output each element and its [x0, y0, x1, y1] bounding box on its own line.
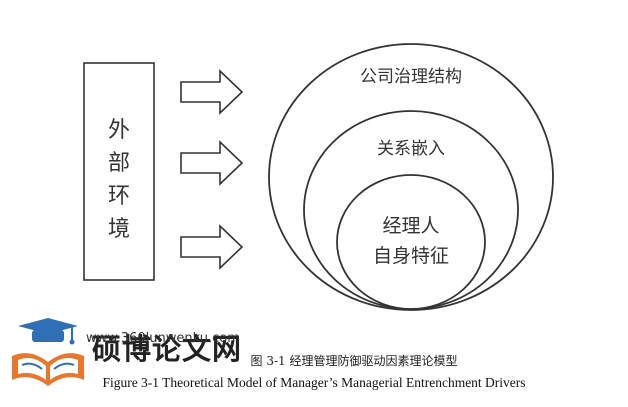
watermark-logo-icon — [12, 318, 84, 386]
watermark-brand-text: 硕博论文网 — [92, 332, 243, 366]
arrow-middle — [180, 140, 244, 186]
figure-caption-chinese: 图 3-1 经理管理防御驱动因素理论模型 — [0, 352, 628, 369]
figure-caption-english: Figure 3-1 Theoretical Model of Manager’… — [102, 375, 526, 390]
middle-circle-label: 关系嵌入 — [377, 139, 445, 159]
arrow-top — [180, 69, 244, 115]
outer-circle-label: 公司治理结构 — [360, 67, 462, 87]
box-char-2: 部 — [108, 151, 130, 176]
inner-circle — [336, 174, 486, 310]
inner-circle-label-line2: 自身特征 — [373, 245, 449, 267]
box-char-4: 境 — [108, 217, 130, 242]
arrow-bottom — [180, 224, 244, 270]
inner-circle-label-line1: 经理人 — [382, 215, 439, 237]
box-char-1: 外 — [108, 118, 130, 143]
external-environment-box — [83, 62, 155, 281]
caption-cn-text: 图 3-1 经理管理防御驱动因素理论模型 — [250, 354, 458, 368]
box-char-3: 环 — [108, 184, 130, 209]
watermark-url-text: www.360lunwenku.com — [86, 331, 240, 346]
